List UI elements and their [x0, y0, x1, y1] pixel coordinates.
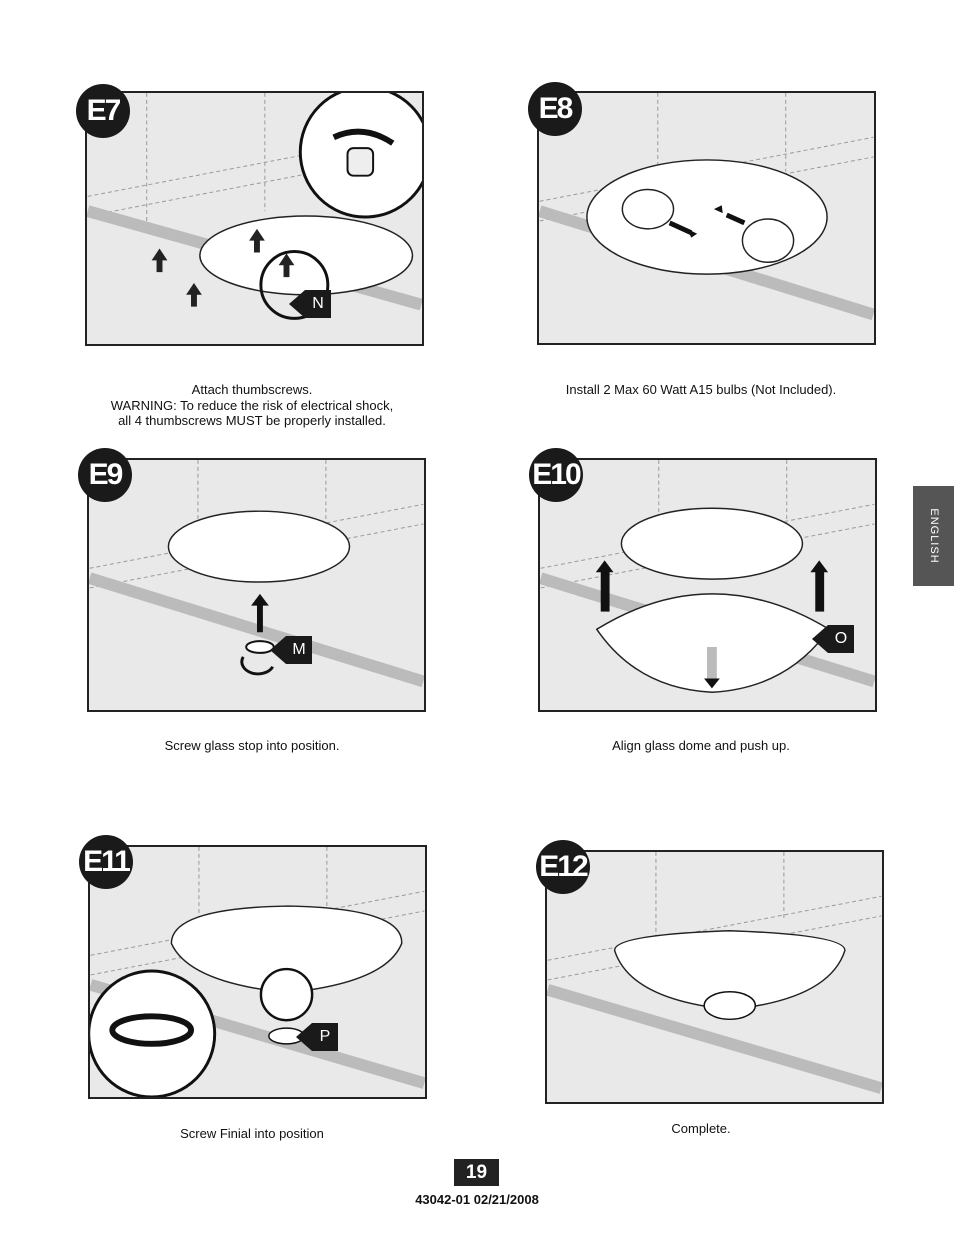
caption-line: Complete. — [671, 1121, 731, 1136]
caption-line: WARNING: To reduce the risk of electrica… — [110, 397, 394, 413]
step-e9-illustration — [87, 458, 426, 712]
step-e12-caption: Complete. — [541, 1121, 861, 1137]
step-e9-badge: E9 — [78, 448, 132, 502]
step-e10-caption: Align glass dome and push up. — [541, 738, 861, 754]
step-e12-badge: E12 — [536, 840, 590, 894]
caption-line: Align glass dome and push up. — [612, 738, 790, 753]
step-e12-illustration — [545, 850, 884, 1104]
thumbscrew-illustration — [87, 93, 422, 320]
language-tab: ENGLISH — [913, 486, 954, 586]
page-number: 19 — [454, 1159, 499, 1186]
step-e11-caption: Screw Finial into position — [92, 1126, 412, 1142]
step-e8-caption: Install 2 Max 60 Watt A15 bulbs (Not Inc… — [540, 382, 862, 398]
glass-stop-illustration — [89, 460, 424, 688]
step-e11-illustration — [88, 845, 427, 1099]
step-e7-caption: Attach thumbscrews. WARNING: To reduce t… — [92, 382, 412, 429]
complete-fixture-illustration — [547, 852, 882, 1094]
part-tag-m: M — [270, 636, 312, 664]
document-footer: 43042-01 02/21/2008 — [415, 1192, 539, 1207]
caption-line: Attach thumbscrews. — [191, 382, 313, 397]
step-e7-badge: E7 — [76, 84, 130, 138]
step-e10-badge: E10 — [529, 448, 583, 502]
step-e8-badge: E8 — [528, 82, 582, 136]
step-e10-illustration — [538, 458, 877, 712]
caption-line: all 4 thumbscrews MUST be properly insta… — [118, 413, 386, 428]
step-e11-badge: E11 — [79, 835, 133, 889]
finial-illustration — [90, 847, 425, 1097]
step-e7-illustration — [85, 91, 424, 346]
part-tag-o: O — [812, 625, 854, 653]
step-e9-caption: Screw glass stop into position. — [92, 738, 412, 754]
caption-line: Screw Finial into position — [180, 1126, 324, 1141]
step-e8-illustration — [537, 91, 876, 345]
glass-dome-illustration — [540, 460, 875, 694]
caption-line: Screw glass stop into position. — [164, 738, 340, 753]
language-tab-label: ENGLISH — [927, 508, 940, 564]
caption-line: Install 2 Max 60 Watt A15 bulbs (Not Inc… — [565, 382, 837, 397]
part-tag-p: P — [296, 1023, 338, 1051]
bulb-install-illustration — [539, 93, 874, 321]
part-tag-n: N — [289, 290, 331, 318]
